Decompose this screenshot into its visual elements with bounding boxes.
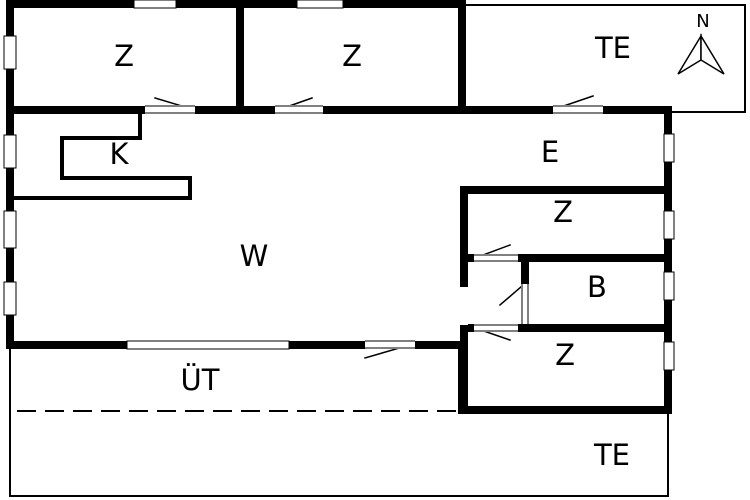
- outline-walls: [9, 4, 746, 497]
- room-label-w: W: [240, 239, 269, 273]
- compass-north-label: N: [696, 11, 709, 32]
- room-label-z-top-left: Z: [114, 39, 134, 73]
- room-label-ut: ÜT: [181, 363, 220, 397]
- room-label-e: E: [541, 135, 559, 169]
- kitchen-walls: [8, 110, 192, 200]
- room-label-te-bottom: TE: [593, 438, 630, 472]
- windows: [3, 0, 675, 371]
- north-arrow-icon: [677, 33, 725, 75]
- room-label-k: K: [109, 137, 129, 171]
- room-label-te-top-right: TE: [594, 31, 631, 65]
- room-label-b: B: [587, 270, 607, 304]
- room-label-z-right-upper: Z: [553, 195, 573, 229]
- room-label-z-top-center: Z: [342, 39, 362, 73]
- room-label-z-right-lower: Z: [555, 338, 575, 372]
- door-sills: [145, 105, 603, 349]
